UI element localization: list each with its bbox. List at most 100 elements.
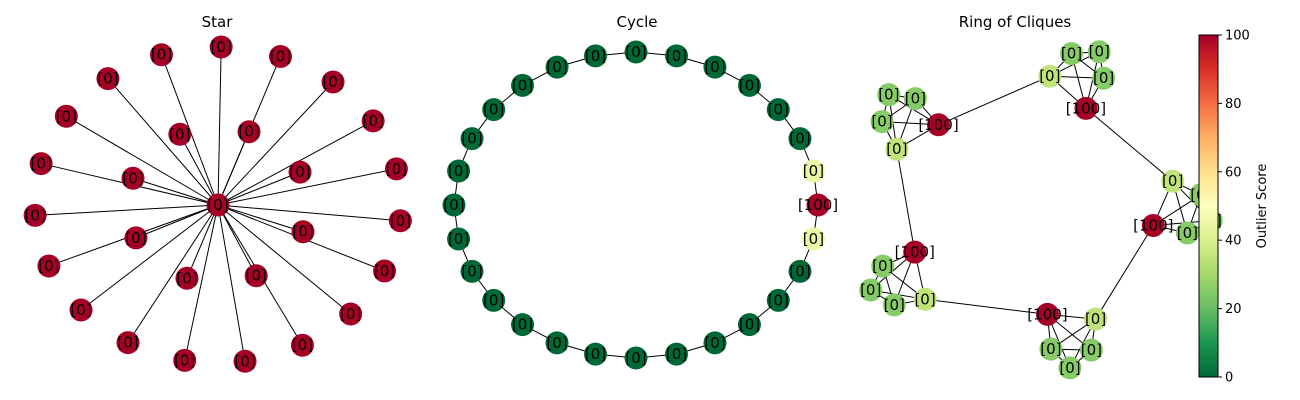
star-edge [217,204,351,315]
colorbar-tick-label: 40 [1225,234,1242,249]
star-leaf-node [173,348,197,372]
star-edge [132,177,219,206]
cycle-node-label: [0] [483,101,504,119]
ring-bridge-edge [896,149,916,253]
star-edge [217,81,334,206]
cycle-node [482,288,506,312]
star-leaf-node-label: [0] [340,305,361,323]
star-edge [217,47,222,206]
ring-member-node [1039,337,1063,361]
cycle-node [766,288,790,312]
cycle-node-label: [0] [585,345,606,363]
ring-hub-node-label: [100] [1133,216,1173,234]
ring-member-node-label: [0] [871,113,892,131]
cycle-nodes: [100][0][0][0][0][0][0][0][0][0][0][0][0… [442,40,838,370]
star-leaf-node-label: [0] [386,160,407,178]
star-leaf-node [175,266,199,290]
ring-member-node [1175,221,1199,245]
cycle-node [545,331,569,355]
star-leaf-node-label: [0] [234,352,255,370]
star-leaf-node-label: [0] [374,262,395,280]
cycle-node-label: [0] [768,101,789,119]
ring-member-node-label: [0] [1089,43,1110,61]
ring-bridge-node-label: [0] [886,140,907,158]
ring-member-node [1059,42,1083,66]
ring-member-node-label: [0] [1177,224,1198,242]
star-center-node [206,193,230,217]
star-leaf-node-label: [0] [122,169,143,187]
cycle-node [788,127,812,151]
star-edge [186,204,219,279]
cycle-node-label: [0] [789,262,810,280]
ring-bridge-node [1084,307,1108,331]
star-leaf-node-label: [0] [56,107,77,125]
star-leaf-node-label: [0] [24,206,45,224]
star-leaf-node-label: [0] [151,46,172,64]
star-nodes: [0] [0] [0] [0] [0] [0] [0] [0] [0] [0] [0] [0] [0] [… [23,35,412,373]
ring-member-node [871,254,895,278]
cycle-node-label: [0] [666,345,687,363]
panel-title-cycle: Cycle [617,13,658,31]
ring-member-node-label: [0] [1059,359,1080,377]
ring-member-node [859,278,883,302]
ring-bridge-node [1038,64,1062,88]
ring-bridge-node-label: [0] [1162,172,1183,190]
star-leaf-node-label: [0] [322,73,343,91]
star-leaf-node [244,264,268,288]
star-edge [217,204,401,222]
star-leaf-node [150,43,174,67]
ring-hub-node-label: [100] [1066,99,1106,117]
colorbar-tick-label: 100 [1225,29,1250,44]
star-edge [217,204,304,233]
star-leaf-node [116,331,140,355]
star-leaf-node [373,259,397,283]
cycle-node-label: [0] [585,47,606,65]
star-edge [135,204,219,239]
colorbar-tick-label: 0 [1225,371,1233,386]
ring-member-node-label: [0] [1040,340,1061,358]
ring-member-node-label: [0] [872,257,893,275]
ring-member-node [1092,66,1116,90]
star-leaf-node-label: [0] [363,112,384,130]
star-leaf-node-label: [0] [169,125,190,143]
ring-bridge-node [885,137,909,161]
cycle-node [624,346,648,370]
cycle-node-label: [100] [798,196,838,214]
cycle-node-label: [0] [666,47,687,65]
ring-member-node [870,110,894,134]
cycle-node [788,259,812,283]
cycle-node-label: [0] [625,43,646,61]
ring-member-node [1079,338,1103,362]
ring-bridge-edge [1085,107,1173,182]
ring-bridge-node-label: [0] [1039,67,1060,85]
star-leaf-node [37,254,61,278]
cycle-node [664,44,688,68]
cycle-node-label: [0] [512,76,533,94]
ring-hub-node-label: [100] [895,243,935,261]
ring-hub-node-label: [100] [1027,305,1067,323]
ring-hub-node [903,240,927,264]
cycle-node-label: [0] [803,162,824,180]
cycle-node [545,55,569,79]
panel-title-star: Star [202,13,234,31]
star-leaf-node-label: [0] [292,336,313,354]
ring-hub-node [1074,96,1098,120]
cycle-node-label: [0] [768,291,789,309]
cycle-node-label: [0] [443,196,464,214]
cycle-node-label: [0] [803,230,824,248]
star-leaf-node [168,122,192,146]
star-edge [217,204,257,276]
star-leaf-node-label: [0] [125,229,146,247]
cycle-node [737,73,761,97]
ring-member-node [882,293,906,317]
ring-hub-node [1141,213,1165,237]
star-leaf-node-label: [0] [38,257,59,275]
cycle-node-label: [0] [625,349,646,367]
cycle-node-label: [0] [461,130,482,148]
ring-member-node-label: [0] [878,86,899,104]
ring-member-node [1058,356,1082,380]
star-edge [35,204,219,216]
cycle-node [703,55,727,79]
